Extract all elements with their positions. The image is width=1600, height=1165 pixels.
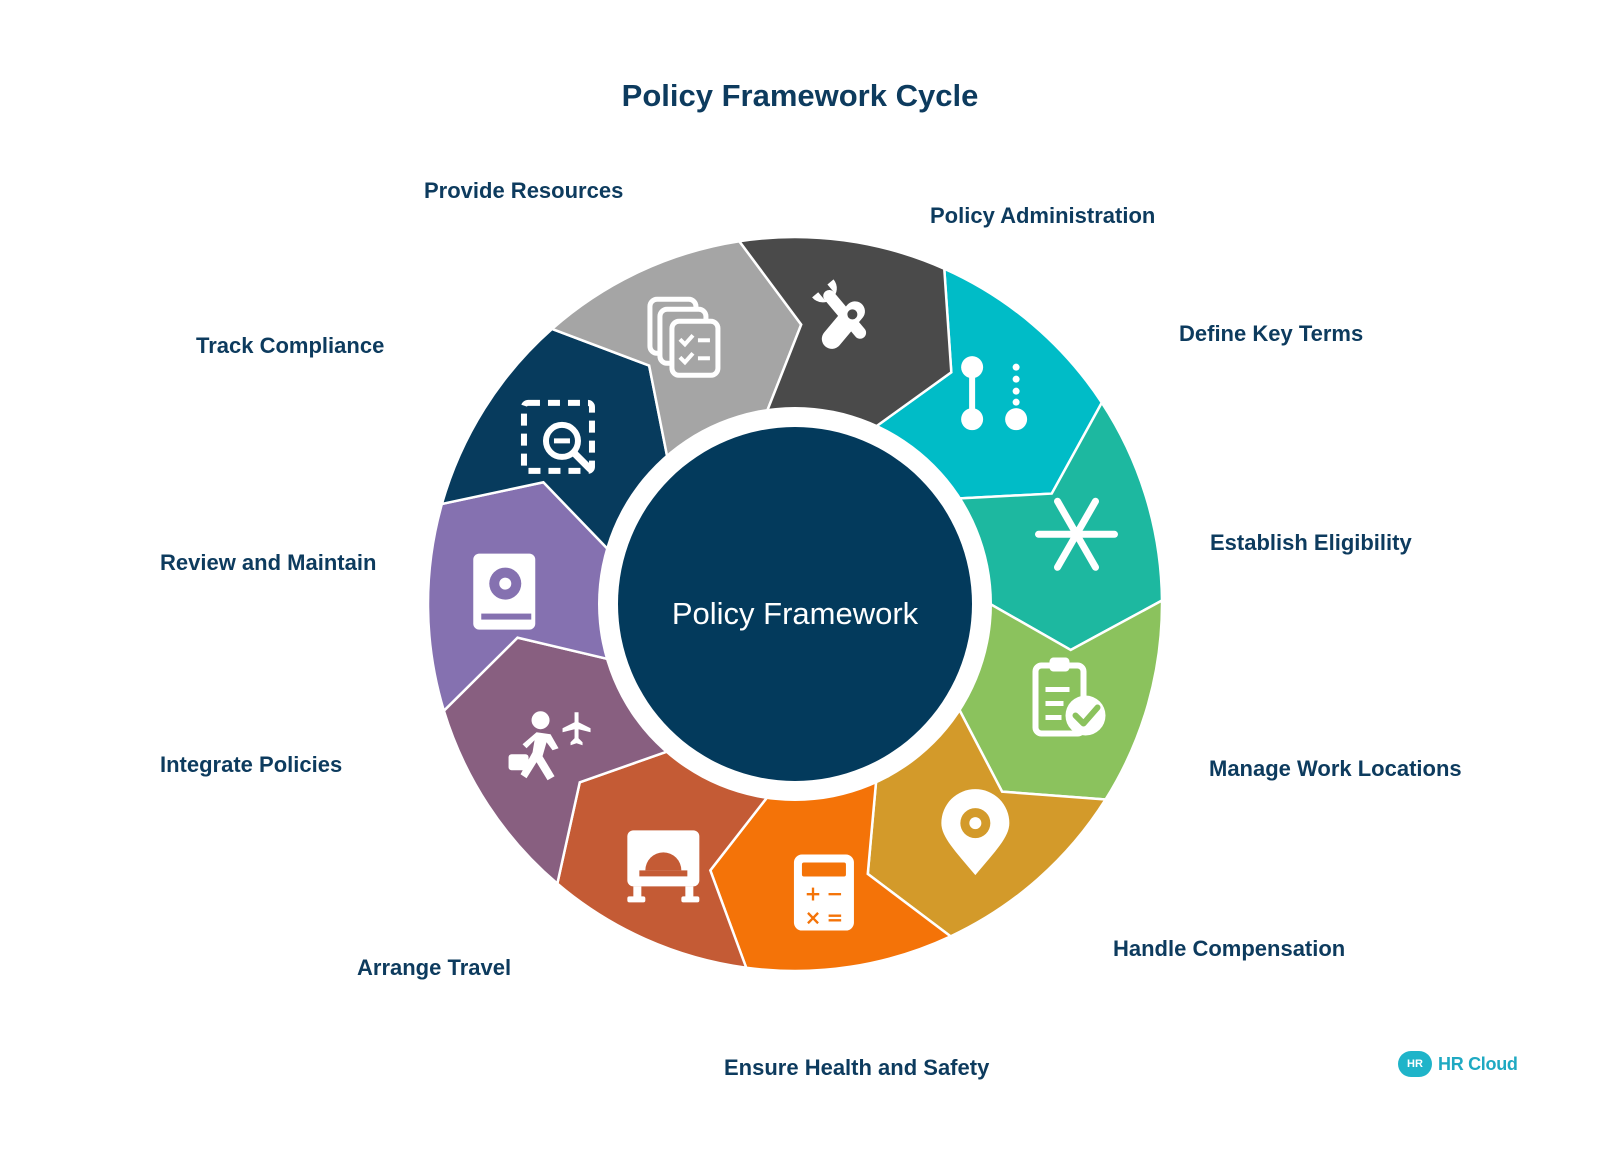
svg-text:=: = [827, 906, 844, 930]
hr-cloud-logo: HR HR Cloud [1398, 1049, 1518, 1079]
steps-toggle-icon [961, 356, 1028, 431]
cloud-icon: HR [1398, 1051, 1432, 1077]
location-gear-icon [941, 789, 1010, 876]
traveler-plane-icon [508, 711, 591, 781]
svg-text:+: + [805, 882, 822, 906]
step-label-provide-resources: Provide Resources [424, 178, 624, 203]
search-frame-icon [520, 399, 595, 474]
diagram-title: Policy Framework Cycle [621, 78, 979, 113]
center-label: Policy Framework [672, 596, 919, 631]
asterisk-icon [1034, 497, 1118, 571]
step-label-review-and-maintain: Review and Maintain [160, 550, 377, 575]
svg-text:×: × [805, 906, 822, 930]
step-label-establish-eligibility: Establish Eligibility [1210, 530, 1412, 555]
step-label-integrate-policies: Integrate Policies [160, 752, 343, 777]
step-label-define-key-terms: Define Key Terms [1179, 321, 1364, 346]
step-label-handle-compensation: Handle Compensation [1113, 936, 1346, 961]
calculator-icon: + − × = [793, 854, 854, 931]
center-circle [618, 427, 972, 781]
step-label-policy-administration: Policy Administration [930, 203, 1156, 228]
logo-text: HR Cloud [1438, 1053, 1518, 1074]
step-label-manage-work-locations: Manage Work Locations [1209, 756, 1462, 781]
checklist-stack-icon [647, 296, 721, 378]
step-label-track-compliance: Track Compliance [196, 333, 385, 358]
hard-hat-sign-icon [627, 830, 700, 903]
tools-icon [812, 279, 867, 349]
step-label-arrange-travel: Arrange Travel [357, 955, 512, 980]
step-label-ensure-health-and-safety: Ensure Health and Safety [724, 1055, 990, 1080]
svg-text:−: − [827, 882, 844, 906]
policy-book-icon [473, 553, 536, 630]
clipboard-check-icon [1032, 657, 1106, 737]
